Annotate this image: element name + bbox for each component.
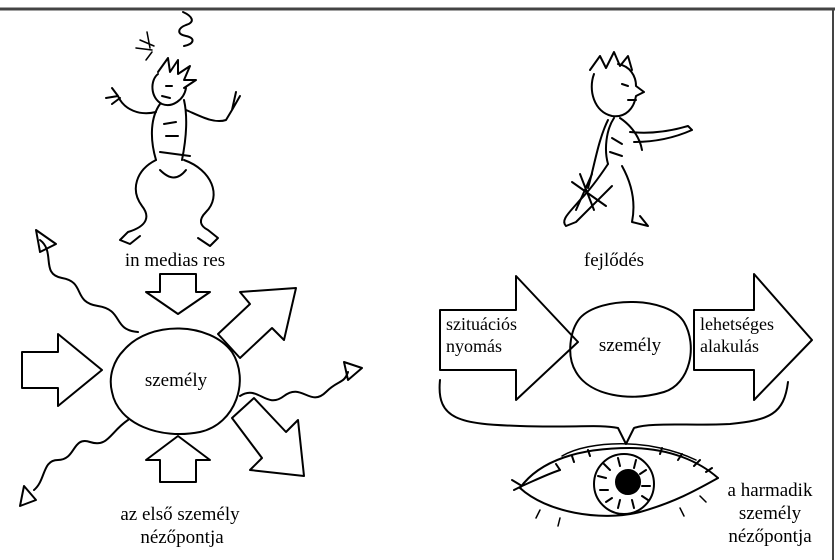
arrow-out-up-right	[217, 287, 297, 359]
person-label-right: személy	[599, 335, 662, 356]
possible-development-line2: alakulás	[700, 336, 759, 356]
wavy-arrow-right	[239, 361, 363, 402]
person-blob-left	[109, 327, 241, 436]
curly-brace	[438, 379, 789, 445]
fejlodes-caption: fejlődés	[584, 250, 644, 271]
person-label-left: személy	[145, 370, 208, 391]
third-person-caption-line1: a harmadik	[728, 480, 813, 501]
possible-development-line1: lehetséges	[700, 314, 774, 334]
walking-figure-sketch	[563, 51, 693, 227]
situational-pressure-line2: nyomás	[446, 336, 502, 356]
wavy-arrow-up-left	[35, 229, 139, 333]
dancing-figure-sketch	[105, 11, 241, 247]
first-person-caption-line2: nézőpontja	[140, 527, 224, 548]
third-person-caption-line3: nézőpontja	[728, 526, 812, 547]
wavy-arrow-down-left	[19, 419, 129, 507]
arrow-out-down-right	[231, 397, 305, 477]
first-person-caption-line1: az első személy	[120, 504, 240, 525]
arrow-in-bottom	[145, 435, 211, 483]
arrow-in-top	[145, 273, 211, 315]
arrow-possible-development	[693, 273, 813, 401]
arrow-situational-pressure	[439, 275, 579, 401]
situational-pressure-line1: szituációs	[446, 314, 517, 334]
in-medias-res-caption: in medias res	[125, 250, 225, 271]
eye-illustration	[511, 443, 719, 527]
person-blob-right	[569, 301, 692, 398]
arrow-in-left	[21, 333, 103, 407]
third-person-caption-line2: személy	[739, 503, 802, 524]
